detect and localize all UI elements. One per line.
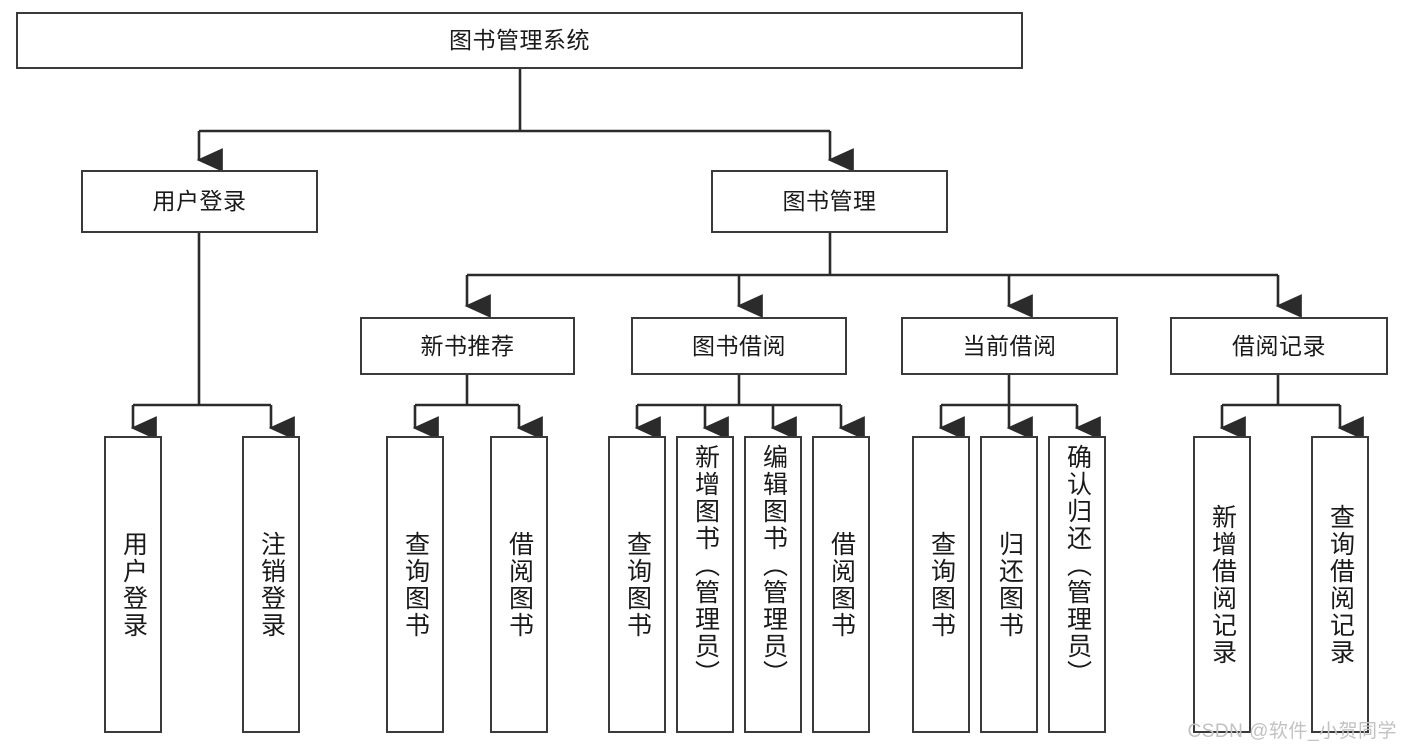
leaf-borrow-book-2-label: 借阅图书: [827, 530, 856, 639]
leaf-return-book[interactable]: 归还图书: [980, 436, 1038, 733]
node-borrow-record-label: 借阅记录: [1232, 332, 1326, 359]
node-book-borrow-label: 图书借阅: [692, 332, 786, 359]
leaf-query-record-label: 查询借阅记录: [1326, 503, 1355, 666]
leaf-query-book-1-label: 查询图书: [401, 530, 430, 639]
watermark: CSDN @软件_小贺同学: [1187, 721, 1397, 742]
leaf-add-book[interactable]: 新增图书（管理员）: [676, 436, 734, 733]
leaf-borrow-book-2[interactable]: 借阅图书: [812, 436, 870, 733]
node-user-login-label: 用户登录: [152, 188, 247, 214]
leaf-user-login-label: 用户登录: [119, 530, 148, 639]
leaf-user-login[interactable]: 用户登录: [104, 436, 162, 733]
leaf-borrow-book-1-label: 借阅图书: [505, 530, 534, 639]
leaf-add-book-label: 新增图书（管理员）: [691, 444, 720, 687]
node-new-book-recommend-label: 新书推荐: [420, 332, 515, 359]
leaf-logout-label: 注销登录: [257, 530, 286, 639]
leaf-query-book-2-label: 查询图书: [623, 530, 652, 639]
leaf-edit-book-label: 编辑图书（管理员）: [759, 444, 788, 687]
node-book-management-label: 图书管理: [782, 188, 877, 214]
leaf-return-book-label: 归还图书: [995, 530, 1024, 639]
leaf-logout[interactable]: 注销登录: [242, 436, 300, 733]
node-current-borrow-label: 当前借阅: [962, 332, 1057, 359]
leaf-query-book-3[interactable]: 查询图书: [912, 436, 970, 733]
node-root-label: 图书管理系统: [449, 27, 590, 53]
leaf-edit-book[interactable]: 编辑图书（管理员）: [744, 436, 802, 733]
leaf-add-record-label: 新增借阅记录: [1208, 503, 1237, 666]
node-borrow-record[interactable]: 借阅记录: [1170, 317, 1388, 375]
node-book-borrow[interactable]: 图书借阅: [631, 317, 847, 375]
node-current-borrow[interactable]: 当前借阅: [901, 317, 1118, 375]
leaf-add-record[interactable]: 新增借阅记录: [1193, 436, 1251, 733]
node-user-login[interactable]: 用户登录: [81, 170, 318, 233]
node-root[interactable]: 图书管理系统: [16, 12, 1023, 69]
leaf-borrow-book-1[interactable]: 借阅图书: [490, 436, 548, 733]
leaf-query-book-1[interactable]: 查询图书: [386, 436, 444, 733]
leaf-query-book-3-label: 查询图书: [927, 530, 956, 639]
node-new-book-recommend[interactable]: 新书推荐: [360, 317, 575, 375]
leaf-confirm-return-label: 确认归还（管理员）: [1063, 444, 1092, 687]
node-book-management[interactable]: 图书管理: [711, 170, 948, 233]
leaf-query-record[interactable]: 查询借阅记录: [1311, 436, 1369, 733]
leaf-confirm-return[interactable]: 确认归还（管理员）: [1048, 436, 1106, 733]
leaf-query-book-2[interactable]: 查询图书: [608, 436, 666, 733]
